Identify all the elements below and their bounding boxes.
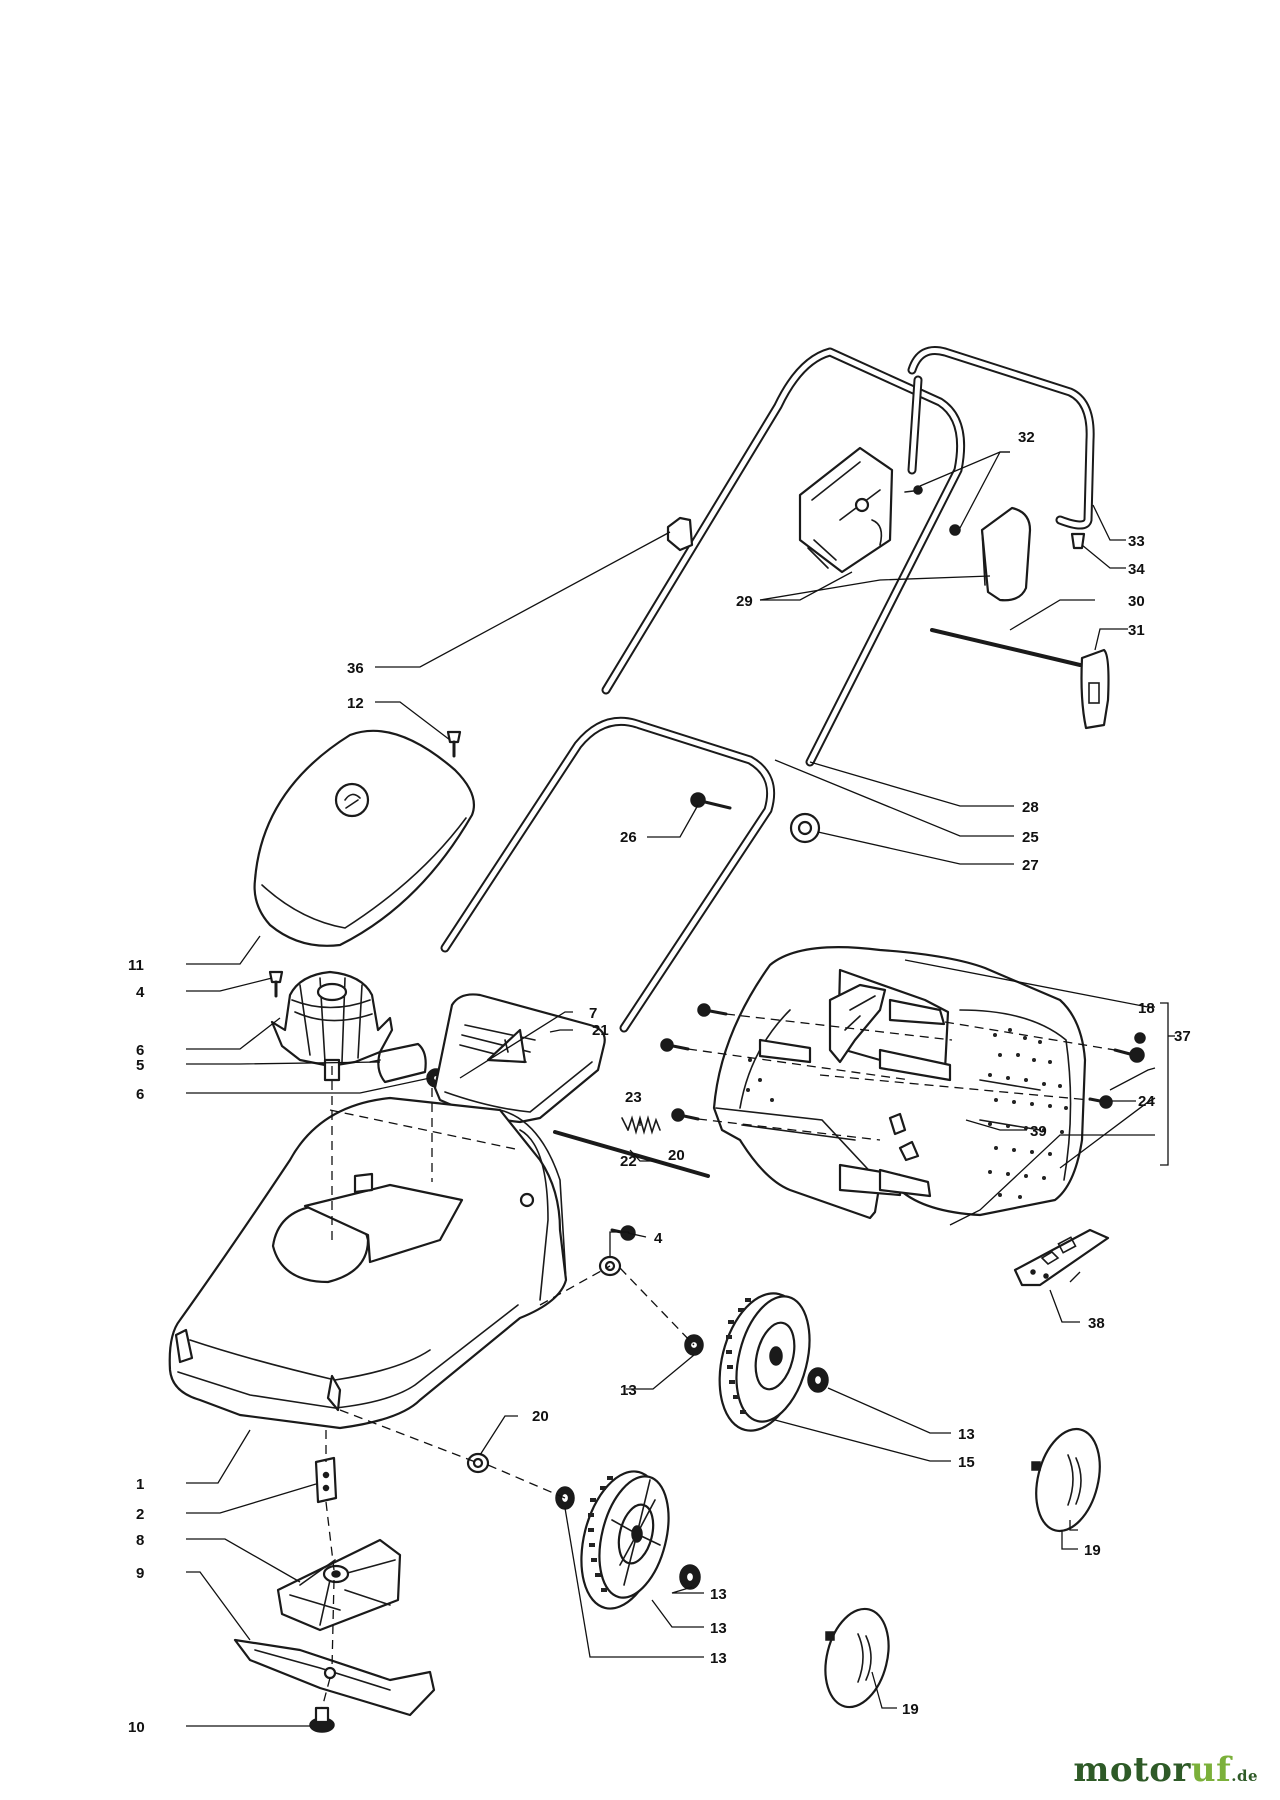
assembly-lines (321, 1013, 1116, 1709)
callout: 28 (1022, 799, 1039, 816)
callout: 33 (1128, 533, 1145, 550)
callout: 29 (736, 593, 753, 610)
knob-34 (1070, 532, 1086, 550)
callout: 13 (710, 1586, 727, 1603)
rod-30 (930, 628, 1082, 667)
callout: 34 (1128, 561, 1145, 578)
watermark-logo: motoruf.de (1073, 1750, 1258, 1790)
screw-12 (446, 730, 462, 758)
lower-handle-bar (440, 716, 776, 1033)
clip-31-slot (1088, 682, 1100, 704)
clip-31 (1080, 648, 1110, 730)
callout: 10 (128, 1719, 145, 1736)
callout: 25 (1022, 829, 1039, 846)
hub-13-lower-right (679, 1564, 701, 1590)
callout: 19 (902, 1701, 919, 1718)
switch-box (798, 446, 894, 574)
watermark-main: motor (1073, 1750, 1191, 1790)
mower-deck (168, 1096, 568, 1430)
motor (270, 970, 394, 1082)
callout: 38 (1088, 1315, 1105, 1332)
knob-27 (789, 812, 821, 844)
watermark-accent: uf (1190, 1750, 1232, 1790)
cap-19-upper (1031, 1427, 1101, 1533)
blade-9 (233, 1638, 436, 1717)
grass-box-vent-holes (746, 1028, 1068, 1199)
callout: 37 (1174, 1028, 1191, 1045)
callout: 6 (136, 1086, 144, 1103)
callout: 36 (347, 660, 364, 677)
callout: 9 (136, 1565, 144, 1582)
upper-handle-bar (601, 347, 966, 767)
callout: 31 (1128, 622, 1145, 639)
callout: 13 (620, 1382, 637, 1399)
bolt-26 (690, 792, 732, 810)
callout: 4 (654, 1230, 663, 1247)
callout: 2 (136, 1506, 144, 1523)
washer-20-lower (466, 1452, 490, 1474)
callout: 24 (1138, 1093, 1155, 1110)
bail-lever-bar (907, 346, 1095, 530)
screw-4-top (268, 970, 284, 998)
callout: 13 (710, 1650, 727, 1667)
callout: 20 (668, 1147, 685, 1164)
callout: 32 (1018, 429, 1035, 446)
callout: 13 (710, 1620, 727, 1637)
callout-labels: 1 2 6 4 4 5 6 7 8 9 10 11 12 13 13 13 13… (128, 429, 1191, 1736)
plate-38 (1013, 1228, 1110, 1287)
rod-22 (553, 1130, 710, 1178)
screw-4-deck (610, 1225, 636, 1241)
capacitor-5 (369, 1042, 427, 1084)
callout: 30 (1128, 593, 1145, 610)
callout: 8 (136, 1532, 144, 1549)
adapter-2 (314, 1456, 338, 1504)
spring-23 (621, 1115, 661, 1135)
callout: 26 (620, 829, 637, 846)
callout: 12 (347, 695, 364, 712)
switch-lever (949, 506, 1032, 602)
cap-19-lower (824, 1607, 890, 1709)
clip-36 (666, 516, 694, 552)
callout: 39 (1030, 1123, 1047, 1140)
callout: 11 (128, 957, 144, 974)
callout: 20 (532, 1408, 549, 1425)
hub-13-right (807, 1367, 829, 1393)
callout: 27 (1022, 857, 1039, 874)
motor-cover (253, 729, 476, 947)
callout: 18 (1138, 1000, 1155, 1017)
callout: 21 (592, 1022, 609, 1039)
fan-8 (276, 1538, 402, 1632)
watermark-tld: .de (1231, 1767, 1258, 1785)
callout: 4 (136, 984, 145, 1001)
screw-32-shank (904, 489, 923, 493)
rear-wheel-15 (718, 1292, 811, 1432)
callout: 15 (958, 1454, 975, 1471)
leader-lines (186, 451, 1175, 1727)
callout: 13 (958, 1426, 975, 1443)
callout: 5 (136, 1057, 144, 1074)
callout: 1 (136, 1476, 144, 1493)
callout: 6 (136, 1042, 144, 1059)
grass-box-screws (660, 1003, 1146, 1122)
callout: 7 (589, 1005, 597, 1022)
callout: 19 (1084, 1542, 1101, 1559)
switch-cover (433, 993, 606, 1124)
front-wheel-14 (580, 1470, 670, 1610)
callout: 22 (620, 1153, 637, 1170)
bolt-10 (309, 1706, 335, 1733)
callout: 23 (625, 1089, 642, 1106)
